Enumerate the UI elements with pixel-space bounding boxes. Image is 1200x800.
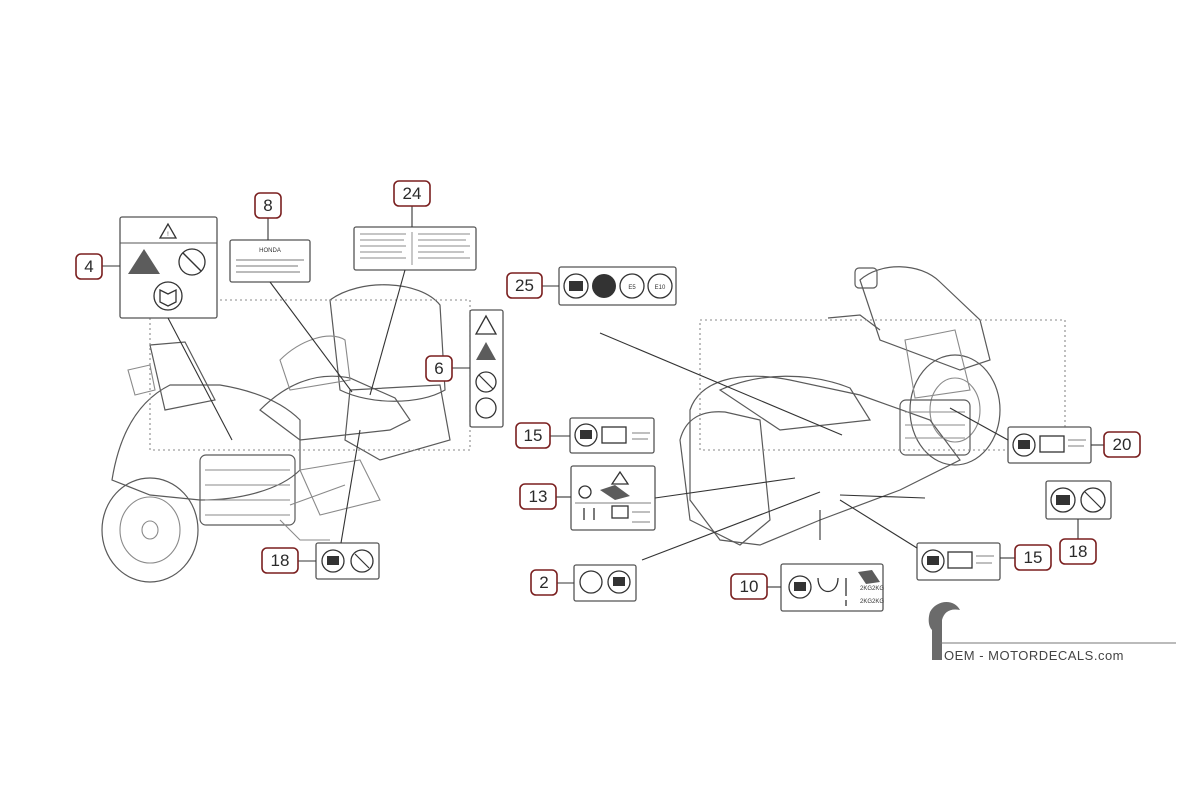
callout-25: 25 [506,272,543,299]
callout-18b: 18 [1059,538,1097,565]
left-motorcycle-sketch [101,284,471,583]
label-25-fuel-e10: E10 [655,285,666,291]
callout-8: 8 [254,192,282,219]
label-10-artwork: 2KG 2KG 2KG 2KG [780,563,884,612]
site-name: OEM - MOTORDECALS.com [944,648,1124,663]
callout-20-number: 20 [1113,435,1132,454]
callout-15b-number: 15 [1024,548,1043,567]
label-20-artwork [1007,426,1092,464]
callout-6-number: 6 [434,359,443,378]
callout-4-number: 4 [84,257,93,276]
callout-24-number: 24 [403,184,422,203]
callout-20: 20 [1103,431,1141,458]
callout-18a: 18 [261,547,299,574]
callout-13-number: 13 [529,487,548,506]
label-25-fuel-e5: E5 [628,285,636,291]
label-6-artwork [469,309,504,428]
label-24-artwork [353,226,477,271]
callout-10: 10 [730,573,768,600]
svg-text:!: ! [167,232,169,238]
callout-18a-number: 18 [271,551,290,570]
label-15a-artwork [569,417,655,454]
bird-logo-icon [928,601,960,660]
label-13-artwork [570,465,656,531]
callout-2: 2 [530,569,558,596]
label-15b-artwork [916,542,1001,581]
label-18b-artwork [1045,480,1112,520]
callout-24: 24 [393,180,431,207]
callout-15a: 15 [515,422,551,449]
label-2-artwork [573,564,637,602]
callout-4: 4 [75,253,103,280]
label-8-brand: HONDA [259,248,281,254]
label-10-code-1: 2KG [860,586,872,592]
label-4-artwork: ! [119,216,218,319]
right-motorcycle-sketch [679,266,1066,546]
leader-lines [102,206,1104,588]
callout-25-number: 25 [515,276,534,295]
site-watermark: OEM - MOTORDECALS.com [928,601,1176,663]
callout-2-number: 2 [539,573,548,592]
callout-13: 13 [519,483,557,510]
callout-15a-number: 15 [524,426,543,445]
label-10-code-4: 2KG [872,599,884,605]
callout-6: 6 [425,355,453,382]
label-18a-artwork [315,542,380,580]
label-10-code-2: 2KG [872,586,884,592]
label-8-artwork: HONDA [229,239,311,283]
callout-10-number: 10 [740,577,759,596]
callout-8-number: 8 [263,196,272,215]
callout-15b: 15 [1014,544,1052,571]
label-10-code-3: 2KG [860,599,872,605]
label-25-artwork: E5 E10 [558,266,677,306]
callout-18b-number: 18 [1069,542,1088,561]
